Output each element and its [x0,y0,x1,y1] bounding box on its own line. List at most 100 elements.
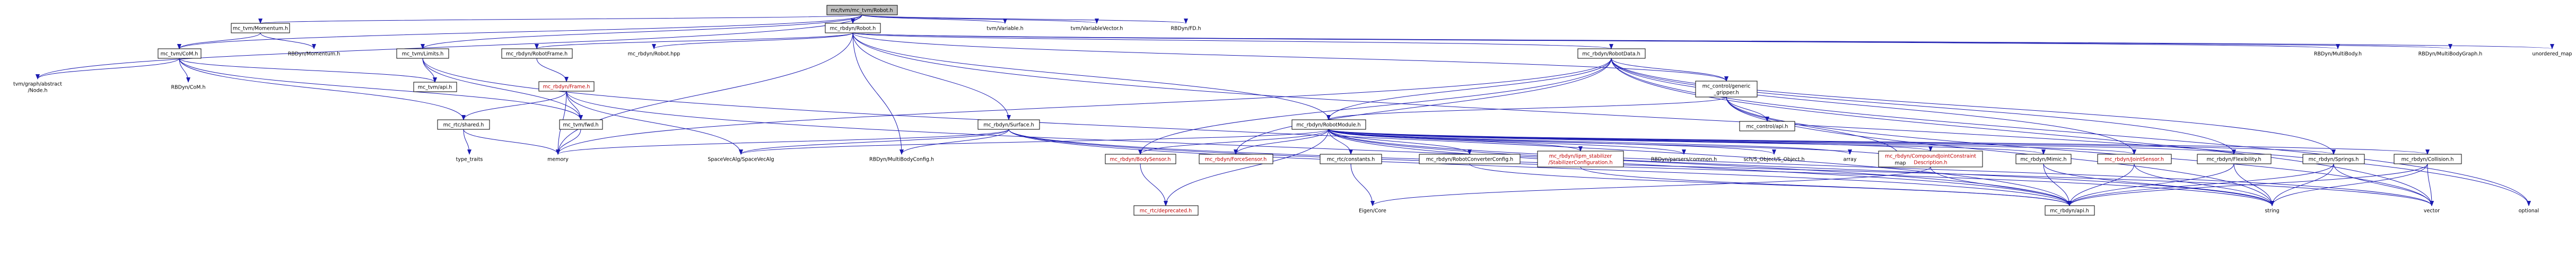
edge-robotdata-to-bodysensor [1138,58,1612,155]
edge-constants-to-eigencore [1350,163,1375,206]
edge-tvm-limits-to-tvm-api [422,58,437,83]
node-label: string [2265,208,2279,214]
node-tvm-limits[interactable]: mc_tvm/Limits.h [396,48,449,59]
node-box [2197,154,2272,164]
node-label: _gripper.h [1713,90,1739,96]
edge-robotmodule-to-spacevecalg [739,129,1329,155]
edge-tvm-com-to-tvm-fwd [179,58,583,120]
edge-controlgeneric-to-robotmodule [1326,96,1727,120]
node-box [158,48,202,59]
node-robot-hpp: mc_rbdyn/Robot.hpp [628,51,680,57]
edge-tvm-robot-h-to-unordered-map [852,32,2554,49]
node-label: mc_rbdyn/api.h [2050,208,2089,214]
edge-robotmodule-to-deprecated [1164,129,1329,206]
node-multibodyconfig: RBDyn/MultiBodyConfig.h [869,157,934,163]
node-control-api[interactable]: mc_control/api.h [1739,121,1795,131]
edge-tvm-robot-h-to-surface [852,32,1011,120]
edge-tvm-com-to-rbdyn-com [179,58,190,83]
edge-surface-to-string [1008,129,2274,206]
node-label: tvm/VariableVector.h [1071,26,1123,32]
node-box [1320,154,1382,164]
edge-robotmodule-to-vector [1328,129,2434,206]
node-label: mc_rbdyn/JointSensor.h [2105,157,2164,163]
node-box [437,119,490,130]
node-constants[interactable]: mc_rtc/constants.h [1320,154,1382,164]
node-jointsensor[interactable]: mc_rbdyn/JointSensor.h [2097,154,2172,164]
node-label: memory [547,157,569,163]
edge-root-to-tvm-limits [421,14,862,49]
node-label: mc_rbdyn/RobotModule.h [1296,122,1360,128]
node-tvm-robot-h[interactable]: mc_rbdyn/Robot.h [825,23,881,33]
edge-robotmodule-to-converterconfig [1328,129,1472,155]
node-collision[interactable]: mc_rbdyn/Collision.h [2394,154,2462,164]
node-label: mc_tvm/CoM.h [161,51,198,57]
node-box [1878,151,1983,168]
edge-robotmodule-to-map [1328,129,1902,158]
edge-surface-to-rbdyn-api [1008,129,2072,206]
node-bodysensor[interactable]: mc_rbdyn/BodySensor.h [1105,154,1176,164]
node-robotdata[interactable]: mc_rbdyn/RobotData.h [1577,48,1646,59]
edge-root-to-tvm-abstractnode [36,14,862,80]
node-box [2302,154,2365,164]
node-label: mc_rbdyn/Springs.h [2309,157,2359,163]
node-frame[interactable]: mc_rbdyn/Frame.h [538,81,595,92]
edge-robotdata-to-vector [1611,58,2434,206]
node-label: unordered_map [2533,51,2572,57]
edge-tvm-com-to-tvm-abstractnode [36,58,180,80]
node-label: mc_rtc/deprecated.h [1140,208,1192,214]
node-tvm-api[interactable]: mc_tvm/api.h [413,82,457,92]
node-label: mc_tvm/fwd.h [563,122,598,128]
node-tvm-com[interactable]: mc_tvm/CoM.h [158,48,202,59]
node-mimic[interactable]: mc_rbdyn/Mimic.h [2015,154,2072,164]
edge-compoundjoint-to-rbdyn-api [1930,166,2072,206]
node-shared[interactable]: mc_rtc/shared.h [437,119,490,130]
edge-frame-to-spacevecalg [566,91,743,155]
node-controlgeneric[interactable]: mc_control/generic_gripper.h [1695,81,1758,98]
node-robotframe[interactable]: mc_rbdyn/RobotFrame.h [501,48,573,59]
node-springs[interactable]: mc_rbdyn/Springs.h [2302,154,2365,164]
node-multibodygraph: RBDyn/MultiBodyGraph.h [2418,51,2483,57]
edge-springs-to-rbdyn-api [2067,163,2334,206]
edge-shared-to-memory [463,129,560,155]
edge-robotmodule-to-rbdyn-api [1328,129,2072,206]
edge-robotdata-to-springs [1611,58,2336,155]
node-label: tvm/Variable.h [986,26,1023,32]
node-label: mc_rbdyn/Collision.h [2402,157,2454,163]
edge-robotmodule-to-constants [1328,129,1353,155]
edge-tvm-robot-h-to-robotdata [852,32,1613,49]
node-label: mc_rbdyn/lipm_stabilizer [1549,154,1612,160]
edge-tvm-limits-to-rbdyn-api [422,58,2072,206]
node-map: map [1894,161,1906,166]
edge-surface-to-spacevecalg [739,129,1009,155]
node-label: mc_rbdyn/Mimic.h [2020,157,2066,163]
edge-tvm-com-to-shared [179,58,466,120]
node-label: mc_rbdyn/RobotConverterConfig.h [1426,157,1513,163]
node-sch-object: sch/S_Object/S_Object.h [1743,157,1804,163]
node-label: mc_rbdyn/RobotData.h [1582,51,1640,57]
node-label: mc_tvm/Momentum.h [233,26,288,32]
node-box [1577,48,1646,59]
edge-tvm-robot-h-to-multibodyconfig [852,32,904,155]
node-deprecated[interactable]: mc_rtc/deprecated.h [1133,205,1199,216]
node-surface[interactable]: mc_rbdyn/Surface.h [977,119,1040,130]
edge-tvm-limits-to-tvm-fwd [422,58,583,120]
node-spacevecalg: SpaceVecAlg/SpaceVecAlg [708,157,774,163]
edge-robotdata-to-jointsensor [1611,58,2136,155]
node-rbdyn-api[interactable]: mc_rbdyn/api.h [2045,205,2095,216]
node-compoundjoint[interactable]: mc_rbdyn/CompoundJointConstraintDescript… [1878,151,1983,168]
node-box [1419,154,1521,164]
node-label: sch/S_Object/S_Object.h [1743,157,1804,163]
edge-root-to-tvm-variablevector [861,14,1099,24]
node-flexibility[interactable]: mc_rbdyn/Flexibility.h [2197,154,2272,164]
node-robotmodule[interactable]: mc_rbdyn/RobotModule.h [1291,119,1366,130]
node-label: /StabilizerConfiguration.h [1549,160,1613,166]
node-stabilizer[interactable]: mc_rbdyn/lipm_stabilizer/StabilizerConfi… [1537,151,1624,168]
node-converterconfig[interactable]: mc_rbdyn/RobotConverterConfig.h [1419,154,1521,164]
node-tvm-momentum[interactable]: mc_tvm/Momentum.h [231,23,290,33]
node-root[interactable]: mc/tvm/mc_tvm/Robot.h [826,5,898,15]
edge-tvm-fwd-to-memory [556,129,581,155]
edge-springs-to-vector [2333,163,2434,206]
node-tvm-fwd[interactable]: mc_tvm/fwd.h [559,119,603,130]
edge-robotdata-to-robotmodule [1326,58,1612,120]
node-forcesensor[interactable]: mc_rbdyn/ForceSensor.h [1199,154,1273,164]
